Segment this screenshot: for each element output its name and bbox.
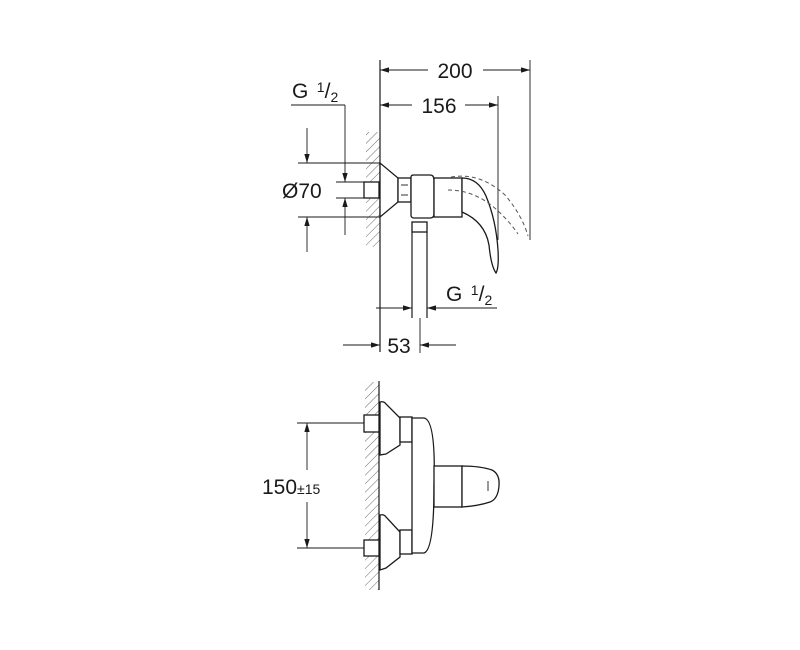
lever-motion-path [450,175,529,237]
inlet-nut [363,181,380,199]
lower-hex-nut [399,529,413,555]
escutcheon [379,161,399,219]
dimension-200: 200 [380,60,531,240]
dimension-156: 156 [380,95,499,240]
dimension-53-label: 53 [387,335,410,358]
upper-escutcheon [379,401,401,456]
mixer-body [411,417,435,554]
dimension-200-label: 200 [437,60,472,83]
lower-inlet-nut [363,539,380,557]
lever-handle [461,177,499,275]
inlet-spacing-label: 150±15 [262,476,321,499]
dimension-156-label: 156 [421,95,456,118]
diameter-label: Ø70 [282,180,322,203]
outlet-thread-label: G 1/2 [446,282,492,308]
dimension-outlet-thread: G 1/2 [376,282,497,311]
mixer-body [410,174,435,219]
side-view: 200 156 Ø70 G 1/2 [282,60,531,358]
dimension-53: 53 [343,335,456,358]
lever-neck [433,465,463,508]
upper-inlet-nut [363,414,380,433]
dimension-diameter-70: Ø70 [282,128,380,252]
wall-hatch [365,382,379,590]
lower-escutcheon [379,514,401,571]
inlet-thread-label: G 1/2 [292,79,338,105]
hex-connector [397,177,412,203]
mixer-cartridge [433,177,463,218]
outlet-nut [411,221,428,233]
front-view: 150±15 [262,381,500,590]
dimension-inlet-thread: G 1/2 [291,79,364,235]
dimension-150: 150±15 [262,422,364,549]
lever-handle [461,465,500,508]
upper-hex-nut [399,416,413,443]
